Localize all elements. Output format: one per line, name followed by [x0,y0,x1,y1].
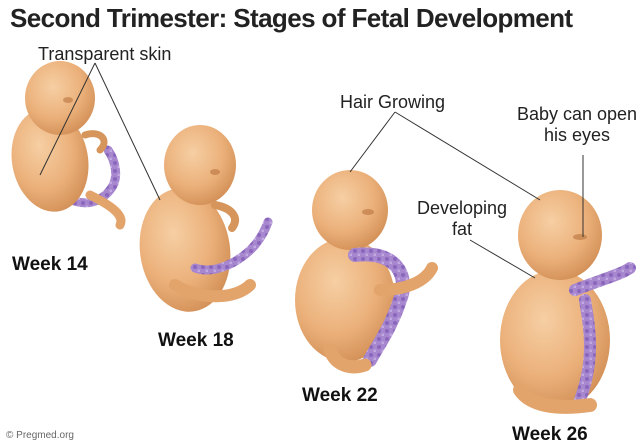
leader-transparent-skin-b [94,62,161,201]
leader-developing-fat [469,239,536,279]
leader-transparent-skin-a [39,62,96,176]
label-open-eyes-line1: Baby can open [516,104,638,124]
head-week-14 [25,61,95,135]
stage-label-week-22: Week 22 [302,385,378,406]
umbilical-cord-week-26 [569,262,636,406]
label-developing-fat-line1: Developing [416,198,508,218]
head-week-22 [312,170,388,250]
fetus-week-18 [139,125,273,312]
body-week-14 [11,108,89,212]
label-developing-fat: Developing fat [402,198,522,240]
diagram-title: Second Trimester: Stages of Fetal Develo… [10,3,573,33]
label-open-eyes: Baby can open his eyes [512,104,640,146]
source-credit: © Pregmed.org [6,430,74,441]
body-week-22 [295,238,395,362]
label-hair-growing: Hair Growing [340,92,446,112]
stage-label-week-26: Week 26 [512,424,588,445]
fetus-week-22 [295,170,438,374]
body-week-18 [139,188,231,312]
umbilical-cord-week-22 [348,247,410,367]
fetus-week-14 [11,61,126,230]
label-open-eyes-line2: his eyes [543,125,611,145]
leader-lines [39,62,584,279]
fetus-week-26 [500,190,636,414]
stage-label-week-18: Week 18 [158,330,234,351]
label-developing-fat-line2: fat [451,219,472,239]
head-week-18 [164,125,236,205]
leader-hair-growing-a [349,111,396,173]
label-transparent-skin: Transparent skin [38,44,172,64]
leader-hair-growing-b [394,111,541,201]
umbilical-cord-week-18 [190,217,273,275]
stage-label-week-14: Week 14 [12,254,88,275]
head-week-26 [518,190,602,280]
